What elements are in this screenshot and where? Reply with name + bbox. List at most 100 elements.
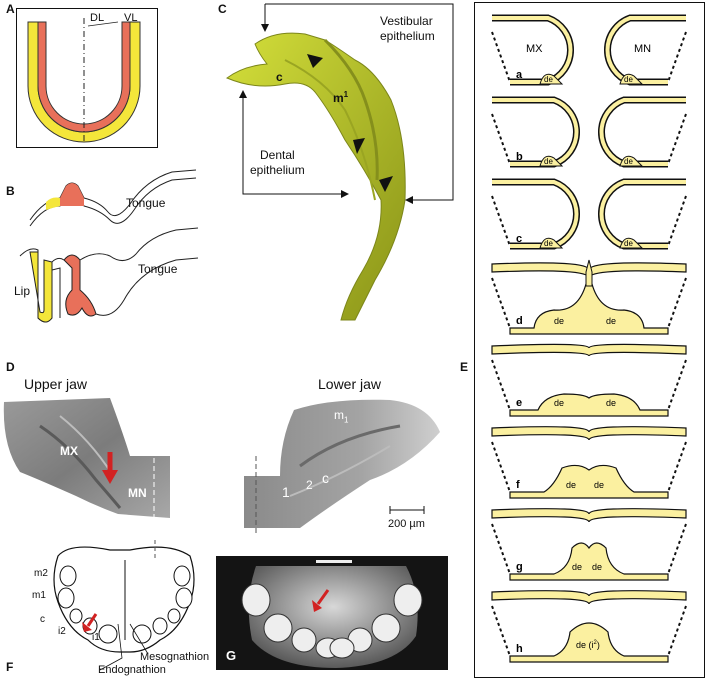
panel-e-frame: [474, 2, 705, 678]
scale-bar-label: 200 µm: [388, 518, 425, 530]
label-m1-d: m1: [334, 408, 349, 425]
label-lip: Lip: [14, 284, 31, 298]
panel-g-photo-drawing: [241, 560, 423, 668]
red-arrow-f: [86, 613, 98, 627]
stage-c-dash-right: [667, 195, 687, 247]
panel-e-letter: E: [460, 360, 469, 374]
stage-b-mx-outline: [492, 96, 581, 168]
label-m1-c: m1: [333, 90, 349, 105]
label-m1-f: m1: [32, 590, 46, 601]
label-mesognathion: Mesognathion: [140, 651, 210, 663]
stage-h-letter: h: [516, 643, 523, 655]
label-m2-f: m2: [34, 568, 48, 579]
stage-d-dash-left: [491, 277, 511, 329]
stage-a-dash-right: [667, 31, 687, 83]
stage-b-mn-fill: [599, 98, 686, 166]
stage-f-de-right: de: [594, 480, 604, 490]
upper-jaw-section-image: [3, 398, 170, 536]
arrowhead-1: [307, 54, 323, 68]
stage-e-dash-right: [667, 359, 687, 411]
stage-g-dash-right: [667, 523, 687, 575]
epithelium-surface: [226, 32, 406, 321]
vestibular-lamina-bottom: [29, 251, 53, 323]
stage-c-mn-fill: [599, 180, 686, 248]
stage-f-upper-band: [491, 426, 687, 441]
label-c-cusp: c: [276, 70, 283, 84]
stage-b-dash-right: [667, 113, 687, 165]
tooth-bud-top-yellow: [46, 197, 60, 210]
stage-c-de-left: de: [544, 239, 553, 248]
panel-c-3d-model: [226, 3, 454, 321]
arrowhead-2: [353, 138, 365, 154]
stage-a-de-right: de: [624, 75, 633, 84]
stage-d-dash-right: [667, 277, 687, 329]
panel-g-letter: G: [226, 648, 237, 663]
stage-f-de-left: de: [566, 480, 576, 490]
panel-f-letter: F: [6, 660, 14, 674]
stage-c-mn-outline: [597, 178, 686, 250]
label-tooth-c: c: [322, 470, 329, 486]
stage-e-dash-left: [491, 359, 511, 411]
stage-f-letter: f: [516, 479, 520, 491]
stage-g-lower-band: [509, 542, 669, 581]
label-c-f: c: [40, 614, 45, 625]
arrowhead-3: [379, 176, 393, 192]
stage-h-dash-left: [491, 605, 511, 657]
label-mn-d: MN: [128, 486, 147, 500]
label-mx-d: MX: [60, 444, 78, 458]
label-tooth-1: 1: [282, 484, 290, 500]
stage-g-de-right: de: [592, 562, 602, 572]
stage-a-de-right-bud: [619, 73, 644, 85]
label-vestibular-1: Vestibular: [380, 14, 433, 28]
label-dental-1: Dental: [260, 148, 295, 162]
panel-f-skull-diagram: [53, 540, 195, 671]
stage-c-de-right: de: [624, 239, 633, 248]
stage-a-de-left: de: [544, 75, 553, 84]
label-tongue-top: Tongue: [126, 196, 166, 210]
label-vestibular-2: epithelium: [380, 29, 435, 43]
stage-e-de-left: de: [554, 398, 564, 408]
label-tongue-bottom: Tongue: [138, 262, 178, 276]
stage-d-letter: d: [516, 315, 523, 327]
title-lower-jaw: Lower jaw: [318, 376, 382, 392]
stage-b-letter: b: [516, 151, 523, 163]
stage-h-upper-band: [491, 590, 687, 605]
stage-h-de-i2: de (i2): [576, 640, 600, 650]
stage-c-de-left-bud: [539, 237, 564, 249]
stage-e-lower-band: [509, 393, 669, 417]
stage-a-dash-left: [491, 31, 511, 83]
stage-h-dash-right: [667, 605, 687, 657]
tooth-bud-top-orange: [60, 183, 84, 206]
label-i1-f: i1: [92, 632, 100, 643]
stage-d-de-right: de: [606, 316, 616, 326]
stage-c-mx-outline: [492, 178, 581, 250]
stage-a-mx-label: MX: [526, 43, 543, 55]
stage-d-lower-band: [509, 283, 669, 335]
stage-c-dash-left: [491, 195, 511, 247]
stage-f-dash-left: [491, 441, 511, 493]
stage-f-dash-right: [667, 441, 687, 493]
stage-c-letter: c: [516, 233, 522, 245]
stage-g-letter: g: [516, 561, 523, 573]
panel-c-letter: C: [218, 2, 227, 16]
stage-a-mn-label: MN: [634, 43, 651, 55]
stage-b-mx-fill: [492, 98, 579, 166]
stage-h-de-i2-sup: 2: [594, 640, 598, 646]
stage-g-upper-band: [491, 508, 687, 523]
stage-c-de-right-bud: [619, 237, 644, 249]
stage-a-letter: a: [516, 69, 523, 81]
stage-f-lower-band: [509, 464, 669, 499]
panel-b-diagram: [19, 169, 199, 323]
panel-b-letter: B: [6, 184, 15, 198]
stage-c-mx-fill: [492, 180, 579, 248]
stage-b-de-right-bud: [619, 155, 644, 167]
stage-e-letter: e: [516, 397, 522, 409]
red-arrow-g: [316, 589, 330, 605]
stage-b-de-left-bud: [539, 155, 564, 167]
stage-a-de-left-bud: [539, 73, 564, 85]
stage-b-de-left: de: [544, 157, 553, 166]
label-endognathion: Endognathion: [98, 664, 166, 676]
panel-a-frame: [16, 8, 158, 148]
stage-e-upper-band: [491, 343, 687, 357]
